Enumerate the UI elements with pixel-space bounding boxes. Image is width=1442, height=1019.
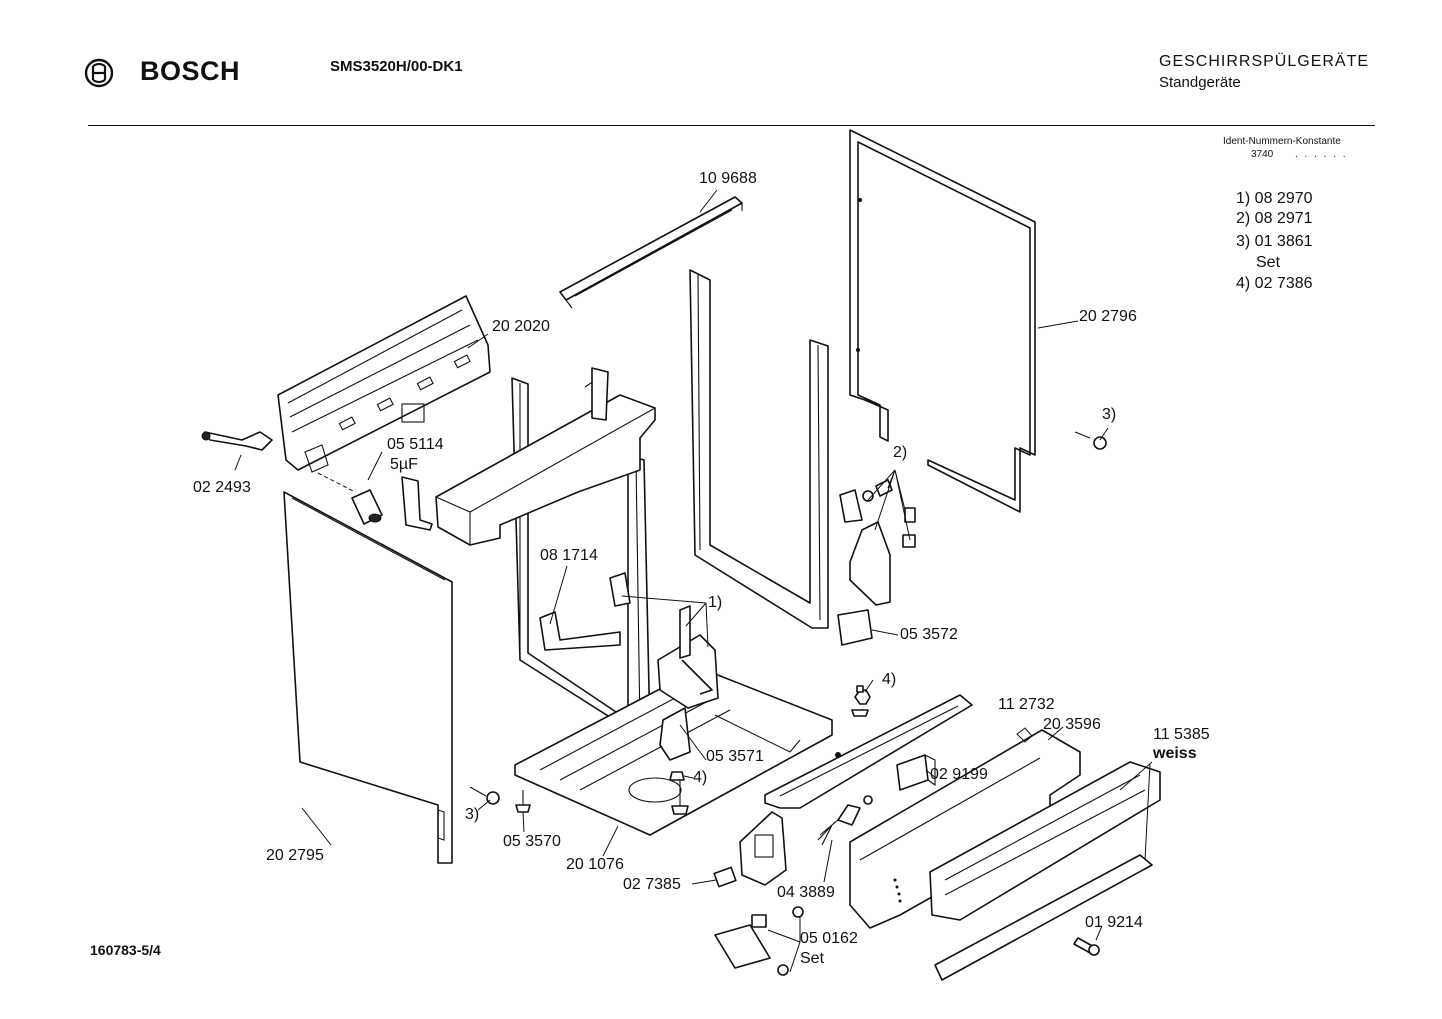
marker-4-left: 4) (693, 769, 708, 786)
legend-item-3: 3) 01 3861 (1236, 233, 1313, 250)
document-number: 160783-5/4 (90, 942, 161, 958)
model-number: SMS3520H/00-DK1 (330, 58, 463, 75)
fasteners (469, 431, 1107, 956)
legend-item-1: 1) 08 2970 (1236, 190, 1313, 207)
inner-door-frame-center (689, 269, 829, 629)
screw-bracket-022493 (201, 431, 273, 451)
switch-bracket (713, 811, 787, 888)
part-label-weiss: weiss (1153, 745, 1197, 762)
part-label-081714: 08 1714 (540, 547, 598, 564)
latch-set-050162 (714, 906, 804, 976)
legend-item-4: 4) 02 7386 (1236, 275, 1313, 292)
marker-1: 1) (708, 594, 723, 611)
part-label-115385: 11 5385 (1153, 726, 1210, 743)
relay-part (896, 754, 936, 791)
part-label-202795: 20 2795 (266, 847, 324, 864)
part-label-053571: 05 3571 (706, 748, 764, 765)
ident-value: 3740 (1251, 149, 1274, 160)
side-panel-right (849, 129, 1036, 513)
part-label-5uf: 5µF (390, 456, 418, 473)
legend-item-3-set: Set (1256, 254, 1281, 271)
part-label-112732: 11 2732 (998, 696, 1055, 713)
brand-name: BOSCH (140, 56, 241, 86)
header-divider (88, 125, 1375, 126)
hinge-parts (401, 367, 916, 761)
part-label-055114: 05 5114 (387, 436, 444, 453)
capacitor-part (317, 472, 383, 525)
cable-part (817, 795, 873, 846)
part-label-202020: 20 2020 (492, 318, 550, 335)
top-rail-part (559, 196, 743, 309)
legend-item-2: 2) 08 2971 (1236, 210, 1313, 227)
leader-lines (234, 189, 1153, 973)
marker-2: 2) (893, 444, 908, 461)
marker-4-right: 4) (882, 671, 897, 688)
rear-bracket-part (277, 295, 491, 473)
part-label-109688: 10 9688 (699, 170, 757, 187)
side-panel-left (283, 491, 453, 864)
part-label-029199: 02 9199 (930, 766, 988, 783)
bosch-logo-icon (84, 58, 114, 88)
part-label-201076: 20 1076 (566, 856, 624, 873)
marker-3-bottom: 3) (465, 806, 480, 823)
part-label-019214: 01 9214 (1085, 914, 1143, 931)
part-label-set: Set (800, 950, 825, 967)
front-rail-part (764, 694, 973, 809)
part-label-050162: 05 0162 (800, 930, 858, 947)
control-panel-115385 (929, 761, 1161, 981)
ident-label: Ident-Nummern-Konstante (1223, 136, 1341, 147)
part-label-053570: 05 3570 (503, 833, 561, 850)
part-label-202796: 20 2796 (1079, 308, 1137, 325)
part-label-203596: 20 3596 (1043, 716, 1101, 733)
ident-dots: . . . . . . (1295, 149, 1348, 160)
part-label-022493: 02 2493 (193, 479, 251, 496)
category-title: GESCHIRRSPÜLGERÄTE (1159, 53, 1370, 70)
part-label-027385: 02 7385 (623, 876, 681, 893)
air-duct-part (435, 372, 656, 546)
marker-3-top: 3) (1102, 406, 1117, 423)
category-subtitle: Standgeräte (1159, 74, 1241, 91)
part-label-053572: 05 3572 (900, 626, 958, 643)
part-label-043889: 04 3889 (777, 884, 835, 901)
